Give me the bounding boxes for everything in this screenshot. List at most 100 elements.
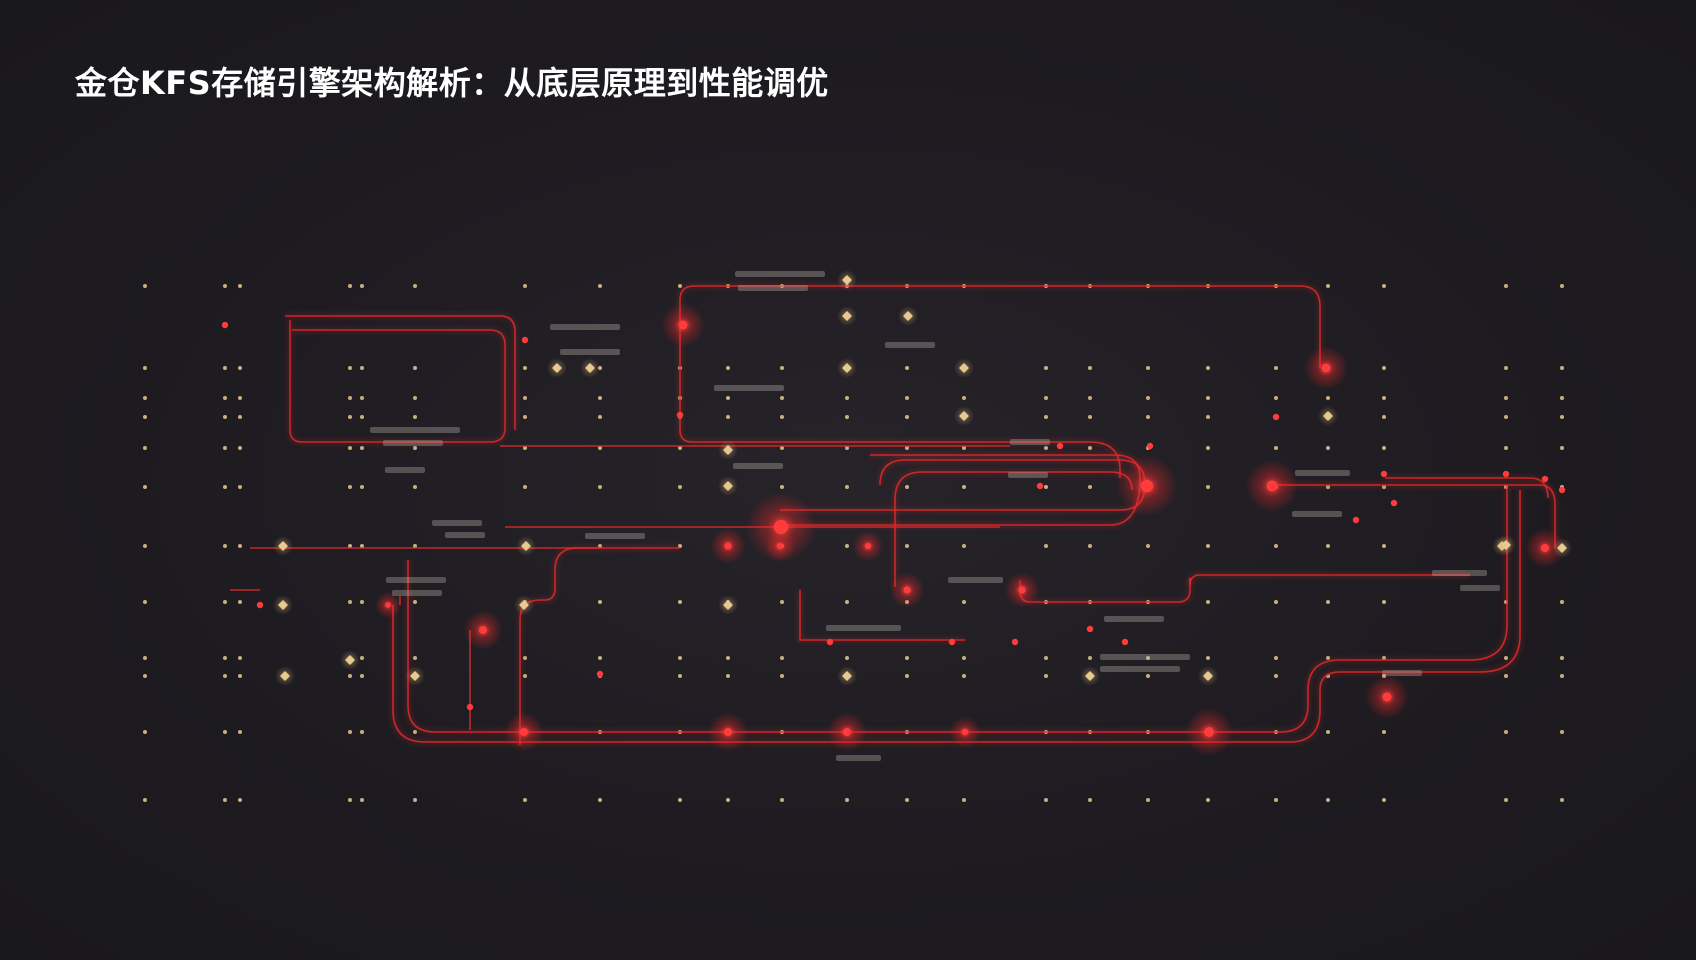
grid-dot [905, 798, 909, 802]
grid-dot [1206, 446, 1210, 450]
grid-dot [1560, 284, 1564, 288]
amber-node [959, 411, 969, 421]
hot-node [1140, 479, 1154, 493]
grid-dot [238, 366, 242, 370]
grid-dot [143, 656, 147, 660]
grid-dot [143, 366, 147, 370]
grid-dot [1146, 674, 1150, 678]
grid-dot [962, 600, 966, 604]
grid-dot [523, 656, 527, 660]
grid-dot [360, 656, 364, 660]
hot-node [1018, 586, 1026, 594]
amber-node [552, 363, 562, 373]
label-mark [836, 755, 881, 761]
grid-dot [238, 485, 242, 489]
grid-dot [360, 485, 364, 489]
label-mark [585, 533, 645, 539]
grid-dot [1274, 544, 1278, 548]
grid-dot [143, 446, 147, 450]
amber-node [959, 363, 969, 373]
grid-dot [238, 544, 242, 548]
trace-line [407, 485, 1508, 733]
trace-line [285, 315, 516, 430]
amber-node [1323, 411, 1333, 421]
red-dot [1380, 470, 1388, 478]
red-dot [1056, 442, 1064, 450]
amber-node [1085, 671, 1095, 681]
label-mark [1460, 585, 1500, 591]
label-mark [885, 342, 935, 348]
grid-dot [1382, 798, 1386, 802]
red-dot [1086, 625, 1094, 633]
amber-node [1557, 543, 1567, 553]
grid-dot [1504, 415, 1508, 419]
grid-dot [1088, 798, 1092, 802]
grid-dot [1206, 544, 1210, 548]
slide-title: 金仓KFS存储引擎架构解析：从底层原理到性能调优 [75, 64, 829, 102]
grid-dot [523, 798, 527, 802]
grid-dot [1274, 656, 1278, 660]
grid-dot [1206, 366, 1210, 370]
red-dot [826, 638, 834, 646]
red-dot [1352, 516, 1360, 524]
label-mark [386, 577, 446, 583]
red-dot [1272, 413, 1280, 421]
trace-line [392, 490, 1521, 743]
grid-dot [1146, 656, 1150, 660]
grid-dot [238, 600, 242, 604]
grid-dot [845, 396, 849, 400]
grid-dot [223, 396, 227, 400]
grid-dot [360, 284, 364, 288]
hot-node [724, 542, 732, 550]
grid-dot [780, 798, 784, 802]
red-dot [1036, 482, 1044, 490]
grid-dot [1044, 544, 1048, 548]
grid-dot [905, 396, 909, 400]
trace-glow [285, 313, 518, 430]
grid-dot [1326, 446, 1330, 450]
grid-dot [905, 415, 909, 419]
grid-dot [143, 798, 147, 802]
grid-dot [780, 366, 784, 370]
grid-dot [1206, 600, 1210, 604]
grid-dot [360, 366, 364, 370]
amber-node [723, 600, 733, 610]
grid-dot [845, 544, 849, 548]
grid-dot [143, 284, 147, 288]
grid-dot [1560, 656, 1564, 660]
grid-dot [413, 656, 417, 660]
amber-node [521, 541, 531, 551]
grid-dot [1146, 798, 1150, 802]
amber-node [1501, 540, 1511, 550]
grid-dot [238, 415, 242, 419]
grid-dot [962, 674, 966, 678]
grid-dot [678, 600, 682, 604]
illegible-label-marks [370, 271, 1500, 761]
amber-node [842, 363, 852, 373]
amber-node [842, 311, 852, 321]
grid-dot [780, 396, 784, 400]
grid-dot [348, 446, 352, 450]
hot-node [678, 320, 688, 330]
grid-dot [238, 446, 242, 450]
grid-dot [1560, 396, 1564, 400]
grid-dot [143, 600, 147, 604]
grid-dot [780, 600, 784, 604]
trace-glow [797, 590, 965, 643]
grid-dot [598, 396, 602, 400]
grid-dot [1088, 446, 1092, 450]
grid-dot [678, 656, 682, 660]
grid-dot [1326, 396, 1330, 400]
grid-dot [1504, 284, 1508, 288]
grid-dot [962, 485, 966, 489]
grid-dot [1560, 446, 1564, 450]
grid-vertical-lines [144, 150, 1563, 920]
grid-dot [678, 798, 682, 802]
grid-dot [413, 396, 417, 400]
grid-dot [1274, 600, 1278, 604]
grid-dot [1504, 656, 1508, 660]
grid-dot [1088, 544, 1092, 548]
grid-dot [1326, 730, 1330, 734]
grid-dot [845, 600, 849, 604]
